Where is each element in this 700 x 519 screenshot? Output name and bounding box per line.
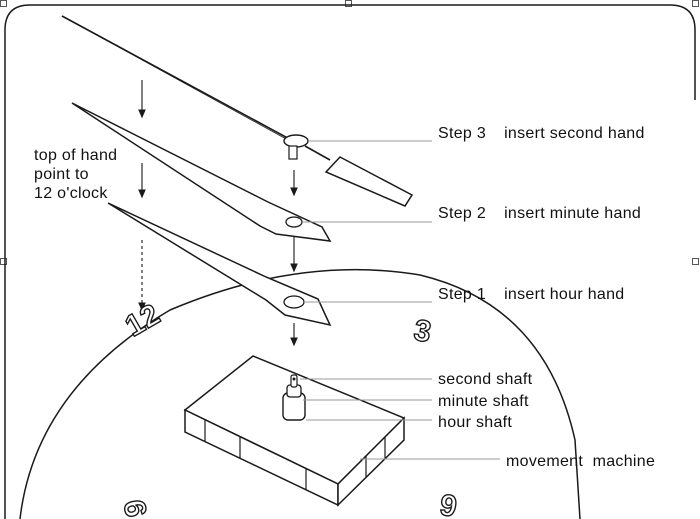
assembly-arrows	[138, 80, 298, 347]
step-number: Step 3	[438, 125, 487, 142]
shaft-stack	[282, 374, 306, 421]
step-action: insert hour hand	[504, 286, 625, 303]
movement-machine-label: movement machine	[506, 453, 656, 470]
alignment-note: top of hand point to 12 o'clock	[34, 146, 144, 203]
selection-handle-top-center[interactable]	[345, 0, 352, 7]
minute-shaft-label: minute shaft	[438, 393, 529, 410]
selection-handle-top-left[interactable]	[0, 0, 7, 7]
step-1-label: Step 1 insert hour hand	[438, 286, 625, 304]
selection-handle-mid-right[interactable]	[692, 258, 699, 265]
dial-outline	[19, 268, 581, 519]
selection-handle-top-right[interactable]	[692, 0, 699, 7]
hour-shaft-label: hour shaft	[438, 414, 513, 431]
note-line: point to	[34, 166, 89, 183]
step-action: insert minute hand	[504, 205, 642, 222]
step-3-label: Step 3 insert second hand	[438, 125, 645, 143]
step-number: Step 1	[438, 286, 487, 303]
selection-handle-mid-left[interactable]	[0, 258, 7, 265]
step-number: Step 2	[438, 205, 487, 222]
step-leader-lines	[302, 140, 432, 303]
note-line: top of hand	[34, 147, 118, 164]
frame-border	[4, 4, 696, 519]
second-shaft-label: second shaft	[438, 371, 533, 388]
step-action: insert second hand	[504, 125, 645, 142]
second-hand[interactable]	[61, 15, 414, 207]
hour-hand[interactable]	[107, 202, 332, 327]
note-line: 12 o'clock	[34, 185, 108, 202]
step-2-label: Step 2 insert minute hand	[438, 205, 641, 223]
part-leader-lines	[300, 378, 500, 460]
minute-hand[interactable]	[71, 102, 332, 242]
